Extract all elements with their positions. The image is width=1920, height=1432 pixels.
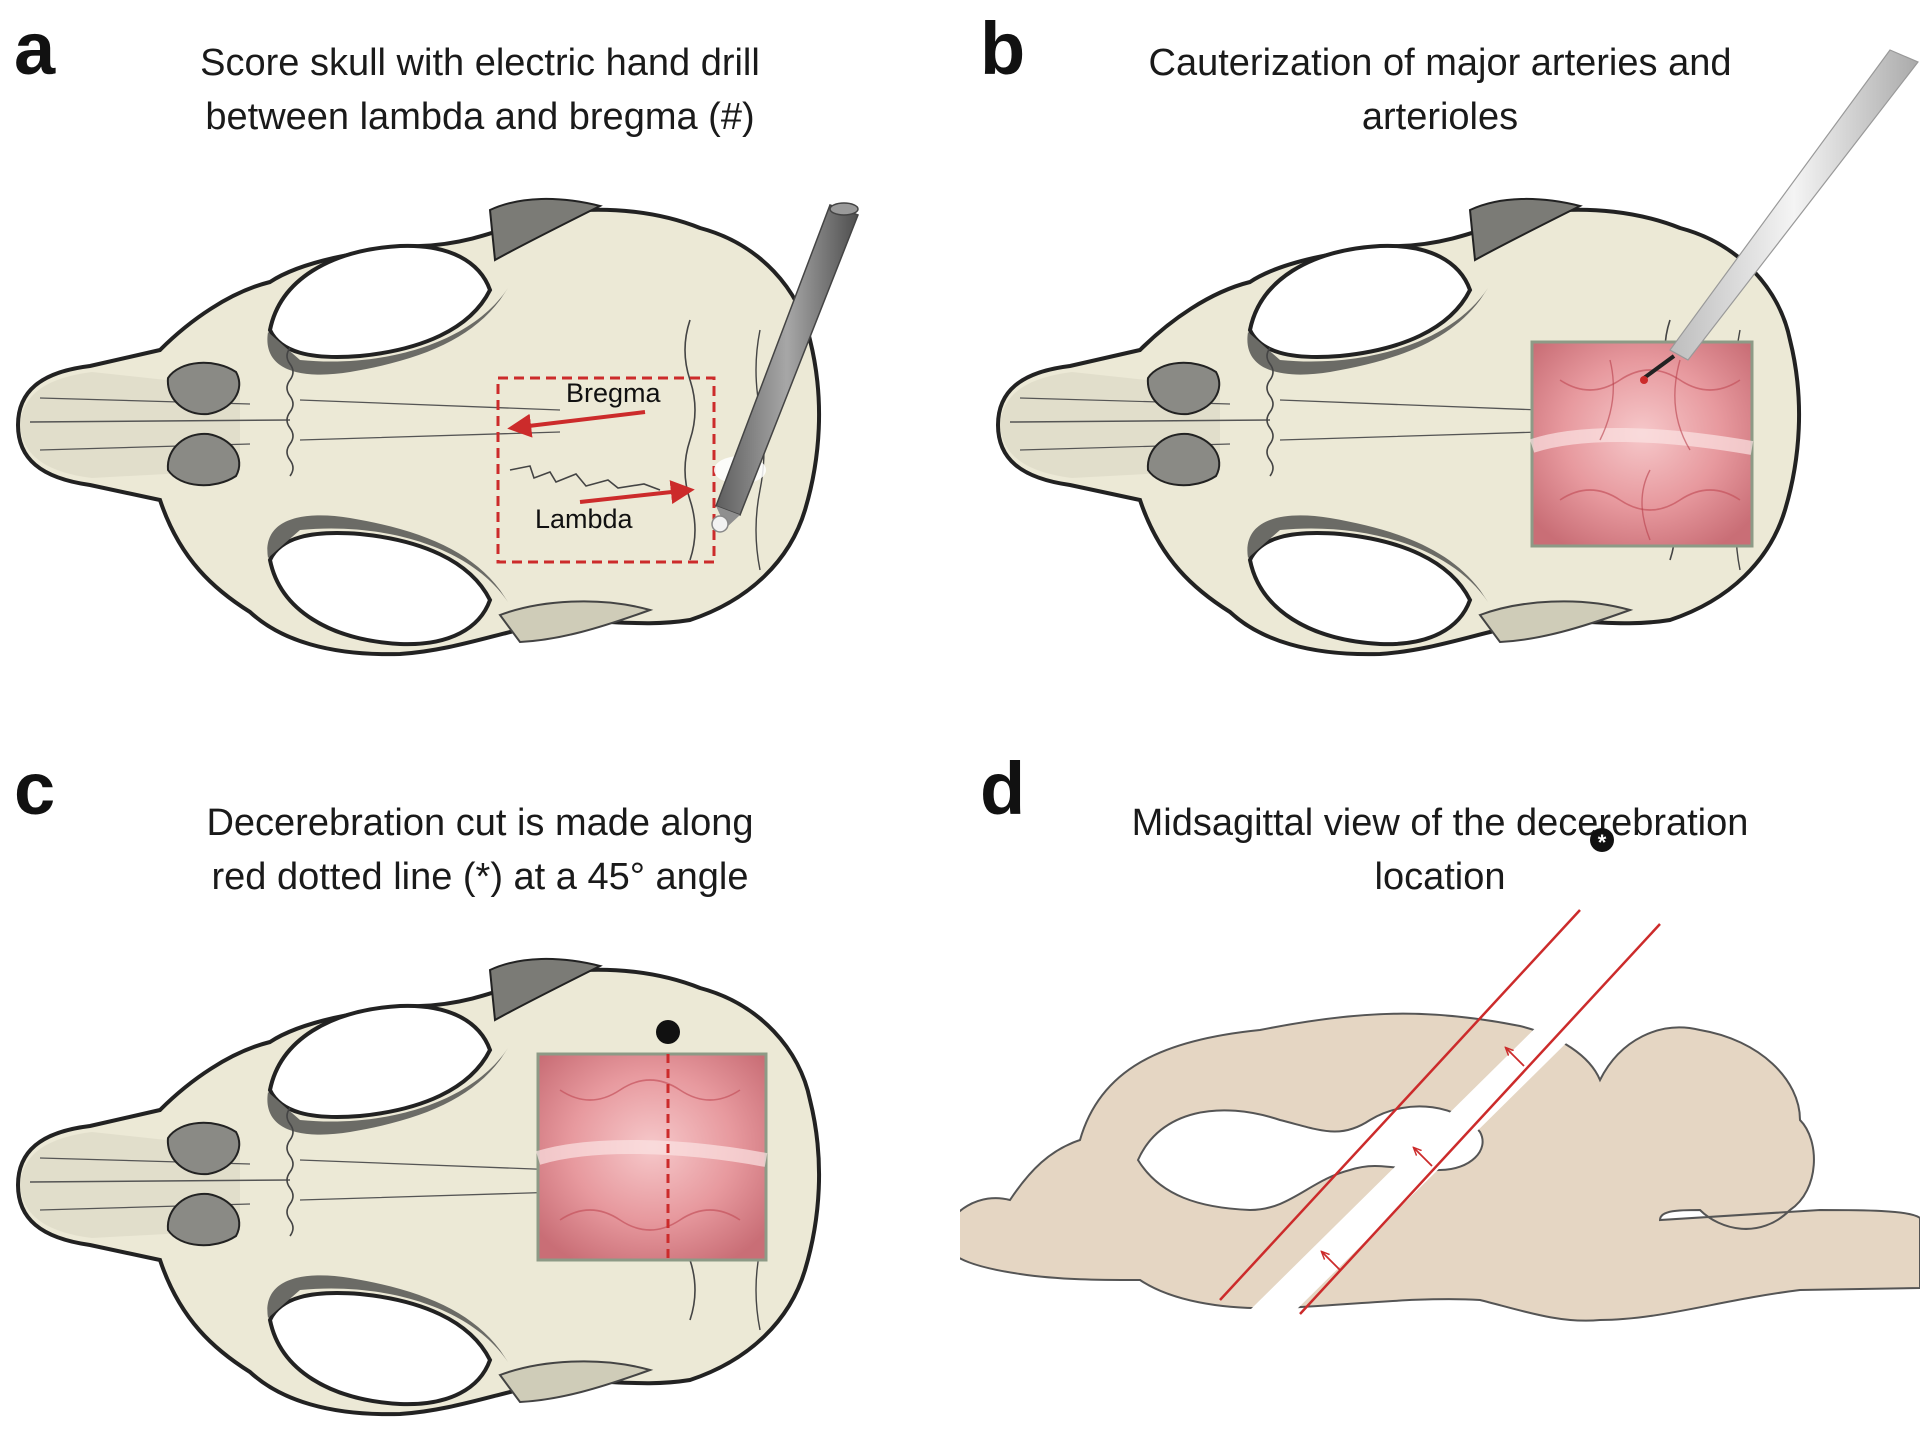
cut-line-rostral [1219, 909, 1581, 1301]
cut-direction-arrow [1506, 1048, 1525, 1067]
skull-dorsal-view [16, 196, 822, 657]
electric-hand-drill [711, 202, 859, 533]
panel-d: d Midsagittal view of the decerebration … [960, 740, 1920, 1432]
caption-b-line-2: arterioles [1361, 96, 1519, 138]
panel-a: a Score skull with electric hand drill b… [0, 0, 960, 692]
bregma-arrow [507, 410, 646, 438]
decerebration-cut-illustration [16, 956, 822, 1417]
panel-c: c Decerebration cut is made along red do… [0, 740, 960, 1432]
caption-a: Score skull with electric hand drill bet… [110, 36, 850, 144]
caption-d-line-1: Midsagittal view of the decerebration [1131, 802, 1749, 844]
cauterization-illustration [996, 49, 1919, 657]
ventricle-outline [1136, 1105, 1484, 1212]
lambda-label: Lambda [535, 504, 634, 534]
caption-c-line-2: red dotted line (*) at a 45° angle [211, 856, 749, 898]
caption-d: Midsagittal view of the decerebration lo… [1070, 796, 1810, 904]
caption-b: Cauterization of major arteries and arte… [1070, 36, 1810, 144]
asterisk-marker [1590, 828, 1614, 852]
exposed-cortex-window [1529, 340, 1754, 548]
lambda-suture [509, 465, 661, 491]
skull-drill-illustration: Bregma Lambda [16, 196, 859, 657]
cut-direction-arrow [1322, 1252, 1341, 1271]
panel-letter-d: d [980, 747, 1026, 830]
bregma-label: Bregma [566, 378, 662, 408]
panel-b: b Cauterization of major arteries and ar… [960, 0, 1920, 692]
exposed-cortex-window [535, 1052, 768, 1262]
caption-a-line-1: Score skull with electric hand drill [200, 42, 760, 84]
cut-line-caudal [1299, 923, 1661, 1315]
panel-letter-a: a [14, 7, 56, 90]
lambda-arrow [579, 480, 695, 505]
cut-marker-dot [656, 1020, 680, 1044]
cut-direction-arrow [1414, 1148, 1433, 1167]
asterisk-marker-label: * [1598, 830, 1607, 855]
caption-d-line-2: location [1374, 856, 1506, 898]
midsagittal-brain-illustration: * [960, 828, 1920, 1322]
panel-letter-c: c [14, 747, 56, 830]
caption-b-line-1: Cauterization of major arteries and [1148, 42, 1732, 84]
caption-c: Decerebration cut is made along red dott… [110, 796, 850, 904]
panel-letter-b: b [980, 7, 1026, 90]
caption-a-line-2: between lambda and bregma (#) [205, 96, 755, 138]
caption-c-line-1: Decerebration cut is made along [206, 802, 754, 844]
cautery-probe [1640, 49, 1919, 384]
